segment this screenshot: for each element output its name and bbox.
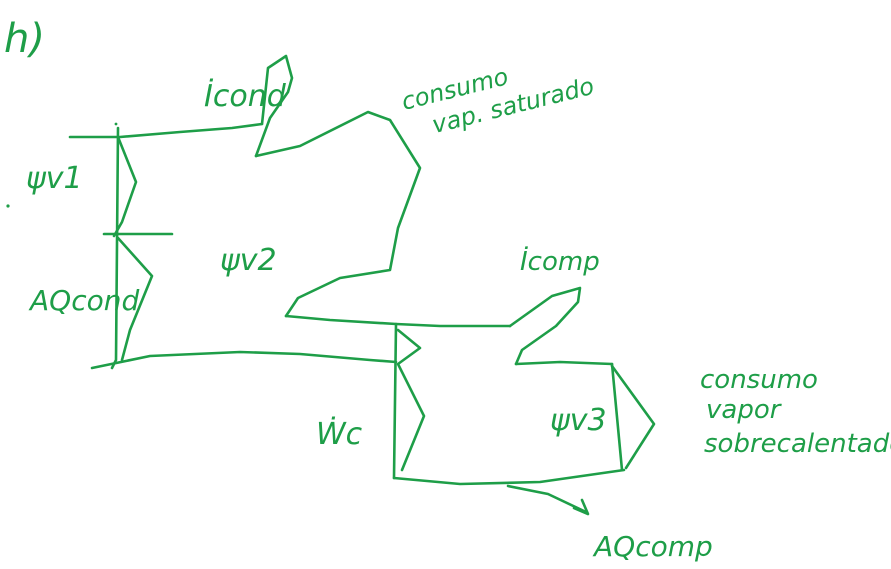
note-superheated-consumption: consumo vapor sobrecalentado <box>700 365 891 459</box>
i-cond-arrow-tail <box>254 110 422 318</box>
compressor-left-edge <box>392 322 398 480</box>
dq-comp-arrowhead <box>572 498 590 516</box>
label-w-c: Ẇc <box>316 416 363 452</box>
left-band-line <box>110 126 120 370</box>
part-label: h) <box>4 16 45 62</box>
stray-dot <box>6 204 10 208</box>
label-dq-cond: AQcond <box>28 284 139 317</box>
note-superheated-line: vapor <box>706 395 783 425</box>
label-i-cond: İcond <box>204 78 287 114</box>
note-saturated-consumption: consumo vap. saturado <box>399 62 597 139</box>
psi-v3-wedge <box>610 364 656 470</box>
label-dq-comp: AQcomp <box>592 530 713 563</box>
label-psi-v3: ψv3 <box>550 403 607 438</box>
w-c-wedge <box>396 328 426 472</box>
psi-v1-wedge <box>112 135 138 238</box>
compressor-right-edge <box>610 362 624 472</box>
diagram-strokes <box>6 54 656 516</box>
top-flow-line <box>68 122 264 139</box>
stray-dot <box>114 122 118 126</box>
mid-flow-line <box>284 314 512 328</box>
label-i-comp: İcomp <box>520 245 600 277</box>
dq-cond-wedge <box>116 236 154 362</box>
compressor-bottom-edge <box>392 468 626 486</box>
diagram-labels: h) ψv1 ψv2 ψv3 AQcond İcond İcomp Ẇc AQc… <box>4 16 891 563</box>
bottom-flow-line <box>90 350 398 370</box>
label-psi-v1: ψv1 <box>26 161 83 196</box>
note-superheated-line: sobrecalentado <box>704 429 891 459</box>
note-superheated-line: consumo <box>700 365 818 395</box>
compressor-inner-line <box>514 360 614 366</box>
dq-comp-arrow <box>506 484 588 514</box>
label-psi-v2: ψv2 <box>220 243 277 278</box>
i-cond-arrow <box>254 54 294 158</box>
i-comp-arrow <box>508 286 582 366</box>
